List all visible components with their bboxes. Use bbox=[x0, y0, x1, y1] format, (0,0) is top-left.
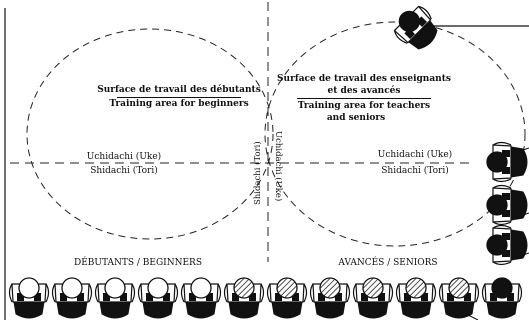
seniors-title-fr-line2: et des avancés bbox=[327, 86, 401, 96]
center-uchidachi-label: Uchidachi (Uke) bbox=[273, 131, 283, 202]
seniors-title-en-line2: and seniors bbox=[326, 113, 386, 123]
seated-figure-student bbox=[180, 277, 222, 319]
seated-figure-student bbox=[51, 277, 93, 319]
seated-figure-student bbox=[8, 277, 50, 319]
seated-figure-student bbox=[266, 277, 308, 319]
seniors-title-fr-line1: Surface de travail des enseignants bbox=[277, 74, 451, 84]
seated-figure-teacher bbox=[486, 224, 528, 266]
bottom-seat-row bbox=[8, 277, 523, 319]
seated-figure-teacher bbox=[486, 141, 528, 183]
right-wall-line bbox=[522, 147, 529, 151]
seated-figure-teacher bbox=[481, 277, 523, 319]
beginners-uke-label: Uchidachi (Uke) bbox=[86, 152, 162, 162]
seniors-uke-label: Uchidachi (Uke) bbox=[377, 150, 453, 160]
seniors-title-rule bbox=[297, 98, 431, 99]
seated-figure-student bbox=[352, 277, 394, 319]
seated-figure-student bbox=[395, 277, 437, 319]
seated-figure-student bbox=[438, 277, 480, 319]
beginners-title-en: Training area for beginners bbox=[109, 99, 249, 109]
bottom-right-wall-line bbox=[461, 311, 479, 320]
seniors-tori-label: Shidachi (Tori) bbox=[381, 166, 449, 176]
seated-figure-teacher bbox=[486, 184, 528, 226]
right-wall-line bbox=[522, 212, 529, 216]
right-wall-line bbox=[522, 252, 529, 256]
beginners-area-ellipse bbox=[26, 28, 274, 240]
seniors-area-ellipse bbox=[264, 21, 526, 247]
seated-figure-student bbox=[94, 277, 136, 319]
seniors-title-en-line1: Training area for teachers bbox=[297, 101, 431, 111]
beginners-title-fr: Surface de travail des débutants bbox=[97, 85, 261, 95]
seated-figure-student bbox=[309, 277, 351, 319]
right-seat-column bbox=[393, 5, 529, 320]
beginners-row-label: DÉBUTANTS / BEGINNERS bbox=[74, 258, 202, 268]
seniors-row-label: AVANCÉS / SENIORS bbox=[338, 258, 438, 268]
center-shidachi-label: Shidachi (Tori) bbox=[253, 141, 263, 205]
seated-figure-teacher bbox=[393, 5, 438, 50]
seated-figure-student bbox=[137, 277, 179, 319]
beginners-tori-label: Shidachi (Tori) bbox=[90, 166, 158, 176]
seated-figure-student bbox=[223, 277, 265, 319]
beginners-title-rule bbox=[117, 97, 241, 98]
